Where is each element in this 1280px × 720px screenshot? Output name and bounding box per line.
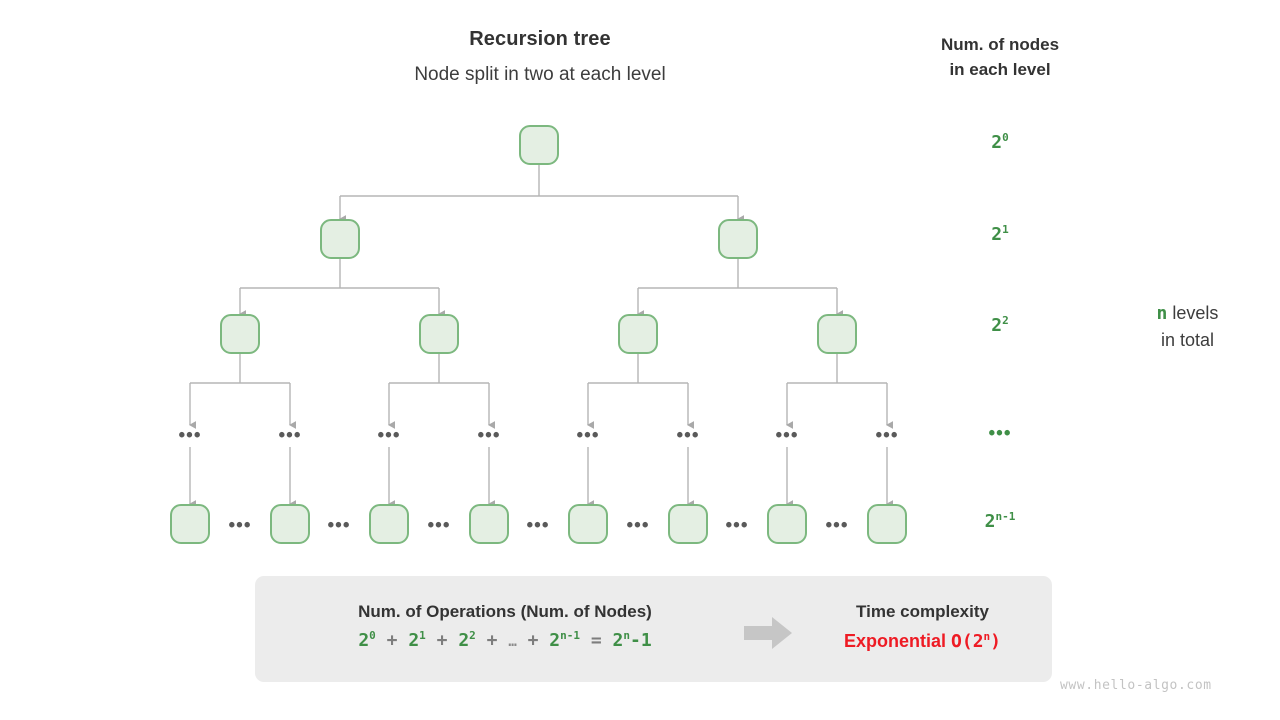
level-count-base: 2 — [991, 224, 1003, 245]
column-header-line1: Num. of nodes — [940, 35, 1060, 54]
level-count-base: 2 — [991, 132, 1003, 153]
summary-complexity-block: Time complexity Exponential O(2n) — [800, 600, 1045, 659]
tree-leaf-node — [469, 504, 509, 544]
recursion-tree-diagram — [188, 165, 893, 508]
levels-total-note: n levels in total — [1105, 300, 1270, 354]
tree-leaf-gap-ellipsis: ••• — [626, 515, 650, 536]
summary-complexity-value: Exponential O(2n) — [800, 624, 1045, 659]
level-count-exponent: n-1 — [995, 510, 1016, 523]
level-count-exponent: 0 — [1002, 131, 1009, 144]
formula-term-0: 20 — [358, 629, 376, 651]
tree-leaf-node — [170, 504, 210, 544]
column-header-line2: in each level — [949, 60, 1051, 79]
tree-leaf-node — [568, 504, 608, 544]
formula-term-1: 21 — [408, 629, 426, 651]
tree-level-ellipsis: ••• — [377, 425, 401, 446]
formula-ellipsis: … — [508, 634, 517, 650]
tree-leaf-node — [270, 504, 310, 544]
levels-variable: n — [1156, 303, 1168, 324]
tree-node — [419, 314, 459, 354]
tree-level-ellipsis: ••• — [576, 425, 600, 446]
level-count-exponent: 1 — [1002, 223, 1009, 236]
level-count-label-0: 20 — [940, 132, 1060, 153]
tree-leaf-gap-ellipsis: ••• — [725, 515, 749, 536]
page-subtitle: Node split in two at each level — [414, 64, 666, 85]
summary-operations-heading: Num. of Operations (Num. of Nodes) — [358, 602, 652, 621]
complexity-big-o: O(2n) — [951, 630, 1001, 652]
tree-node — [320, 219, 360, 259]
summary-complexity-heading: Time complexity — [856, 602, 989, 621]
tree-leaf-gap-ellipsis: ••• — [526, 515, 550, 536]
tree-node — [618, 314, 658, 354]
formula-op-1: + — [436, 630, 448, 651]
tree-leaf-gap-ellipsis: ••• — [228, 515, 252, 536]
formula-term-3: 2n-1 — [549, 629, 580, 651]
summary-operations-formula: 20 + 21 + 22 + … + 2n-1 = 2n-1 — [265, 624, 745, 659]
tree-leaf-node — [668, 504, 708, 544]
tree-leaf-node — [867, 504, 907, 544]
tree-node — [519, 125, 559, 165]
formula-term-2: 22 — [458, 629, 476, 651]
formula-op-0: + — [386, 630, 398, 651]
tree-node — [718, 219, 758, 259]
levels-note-word: levels — [1172, 303, 1219, 323]
tree-level-ellipsis: ••• — [875, 425, 899, 446]
formula-equals: = — [590, 630, 602, 651]
tree-leaf-node — [767, 504, 807, 544]
level-count-label-last: 2n-1 — [940, 511, 1060, 532]
formula-op-3: + — [527, 630, 539, 651]
level-count-label-ellipsis: ••• — [988, 423, 1012, 444]
tree-level-ellipsis: ••• — [676, 425, 700, 446]
tree-edges — [188, 165, 893, 508]
summary-operations-block: Num. of Operations (Num. of Nodes) 20 + … — [265, 600, 745, 659]
level-count-label-1: 21 — [940, 224, 1060, 245]
levels-note-line1: n levels — [1105, 300, 1270, 327]
watermark: www.hello-algo.com — [1060, 678, 1212, 693]
tree-node — [817, 314, 857, 354]
tree-leaf-node — [369, 504, 409, 544]
tree-leaf-gap-ellipsis: ••• — [327, 515, 351, 536]
level-count-label-2: 22 — [940, 315, 1060, 336]
tree-leaf-gap-ellipsis: ••• — [825, 515, 849, 536]
levels-note-line2: in total — [1160, 330, 1215, 350]
summary-panel — [255, 576, 1052, 682]
level-count-exponent: 2 — [1002, 314, 1009, 327]
level-count-base: 2 — [991, 315, 1003, 336]
column-header-num-nodes: Num. of nodes in each level — [880, 32, 1120, 82]
tree-level-ellipsis: ••• — [477, 425, 501, 446]
level-count-base: 2 — [984, 511, 996, 532]
levels-brace — [1097, 120, 1098, 548]
tree-node — [220, 314, 260, 354]
right-block-arrow-icon — [744, 617, 792, 649]
formula-op-2: + — [486, 630, 498, 651]
tree-level-ellipsis: ••• — [278, 425, 302, 446]
formula-term-4: 2n-1 — [612, 629, 652, 651]
tree-level-ellipsis: ••• — [178, 425, 202, 446]
tree-leaf-gap-ellipsis: ••• — [427, 515, 451, 536]
page-title: Recursion tree — [469, 28, 611, 50]
complexity-word: Exponential — [843, 631, 946, 651]
tree-level-ellipsis: ••• — [775, 425, 799, 446]
